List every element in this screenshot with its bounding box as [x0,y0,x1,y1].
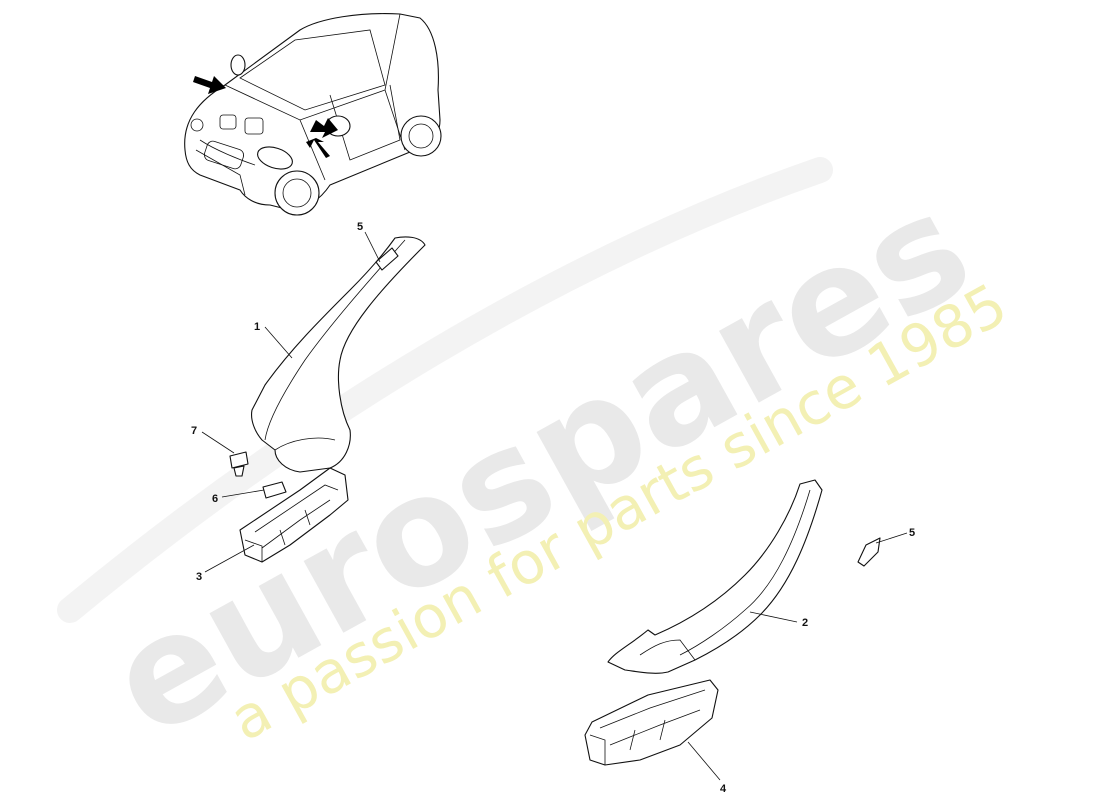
callout-3: 3 [196,571,202,583]
leader-lines [201,231,908,781]
callout-5-upper: 5 [357,221,363,233]
callout-labels: 5 1 7 6 3 2 5 4 [191,221,915,795]
part-3-lower-duct [239,467,349,563]
callout-5-right: 5 [909,527,915,539]
callout-1: 1 [254,321,260,333]
watermark: eurospares a passion for parts since 198… [57,157,1018,771]
part-2-sill-trim [607,479,823,674]
part-7-push-clip [229,451,249,477]
part-1-pillar-trim [251,236,426,473]
callout-4: 4 [720,783,727,795]
callout-2: 2 [802,617,808,629]
location-arrow-icon [306,138,330,158]
part-5-clip-upper [375,247,399,271]
callout-7: 7 [191,425,197,437]
callout-6: 6 [212,493,218,505]
part-4-sill-duct [584,679,719,766]
part-6-retainer [262,481,287,499]
part-5-clip-right [857,537,881,567]
vehicle-locator-illustration [184,13,442,216]
location-arrow-icon [193,76,226,94]
location-arrow-icon [310,118,338,138]
watermark-brand: eurospares [83,159,997,771]
